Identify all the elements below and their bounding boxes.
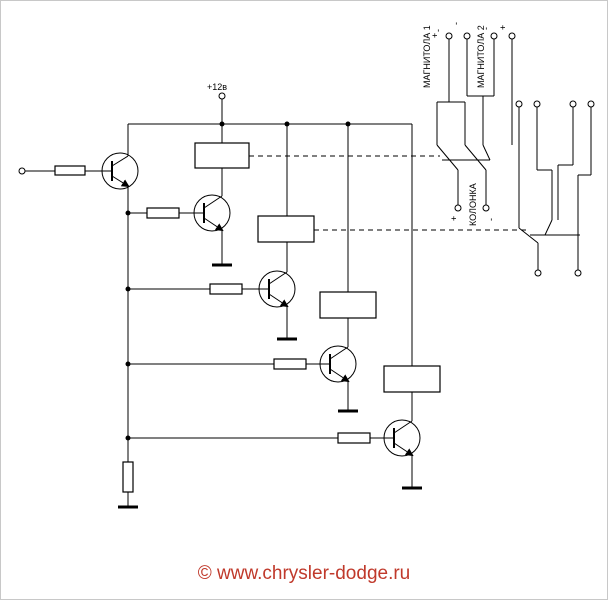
resistor-2 (209, 283, 243, 295)
relay-coil-2 (257, 215, 315, 243)
recorder1-minus-sign: - (433, 29, 443, 32)
relay-coil-1 (194, 142, 250, 169)
recorder1-minus-sign-b: - (451, 22, 461, 25)
resistor-3 (273, 358, 307, 370)
resistor-1 (146, 207, 180, 219)
input-resistor (54, 165, 86, 176)
relay-coil-3 (319, 291, 377, 319)
supply-label: +12в (207, 82, 227, 92)
transistor-2 (193, 194, 231, 232)
bias-resistor (122, 461, 134, 493)
relay-coil-4 (383, 365, 441, 393)
input-terminal (18, 167, 26, 175)
recorder2-minus-sign: - (481, 27, 491, 30)
transistor-1 (101, 152, 139, 190)
recorder1-label: МАГНИТОЛА 1 (422, 25, 432, 88)
transistor-4 (319, 345, 357, 383)
speaker-plus-sign: + (449, 216, 459, 221)
resistor-4 (337, 432, 371, 444)
recorder2-label: МАГНИТОЛА 2 (476, 25, 486, 88)
transistor-3 (258, 270, 296, 308)
speaker-minus-sign: - (486, 218, 496, 221)
supply-terminal (218, 92, 226, 100)
speaker-label: КОЛОНКА (468, 183, 478, 226)
switch-block-2 (515, 100, 595, 277)
recorder1-plus-sign: + (430, 33, 440, 38)
copyright-text: © www.chrysler-dodge.ru (197, 563, 411, 584)
recorder2-plus-sign: + (498, 25, 508, 30)
switch-block-1 (436, 32, 516, 212)
transistor-5 (383, 419, 421, 457)
